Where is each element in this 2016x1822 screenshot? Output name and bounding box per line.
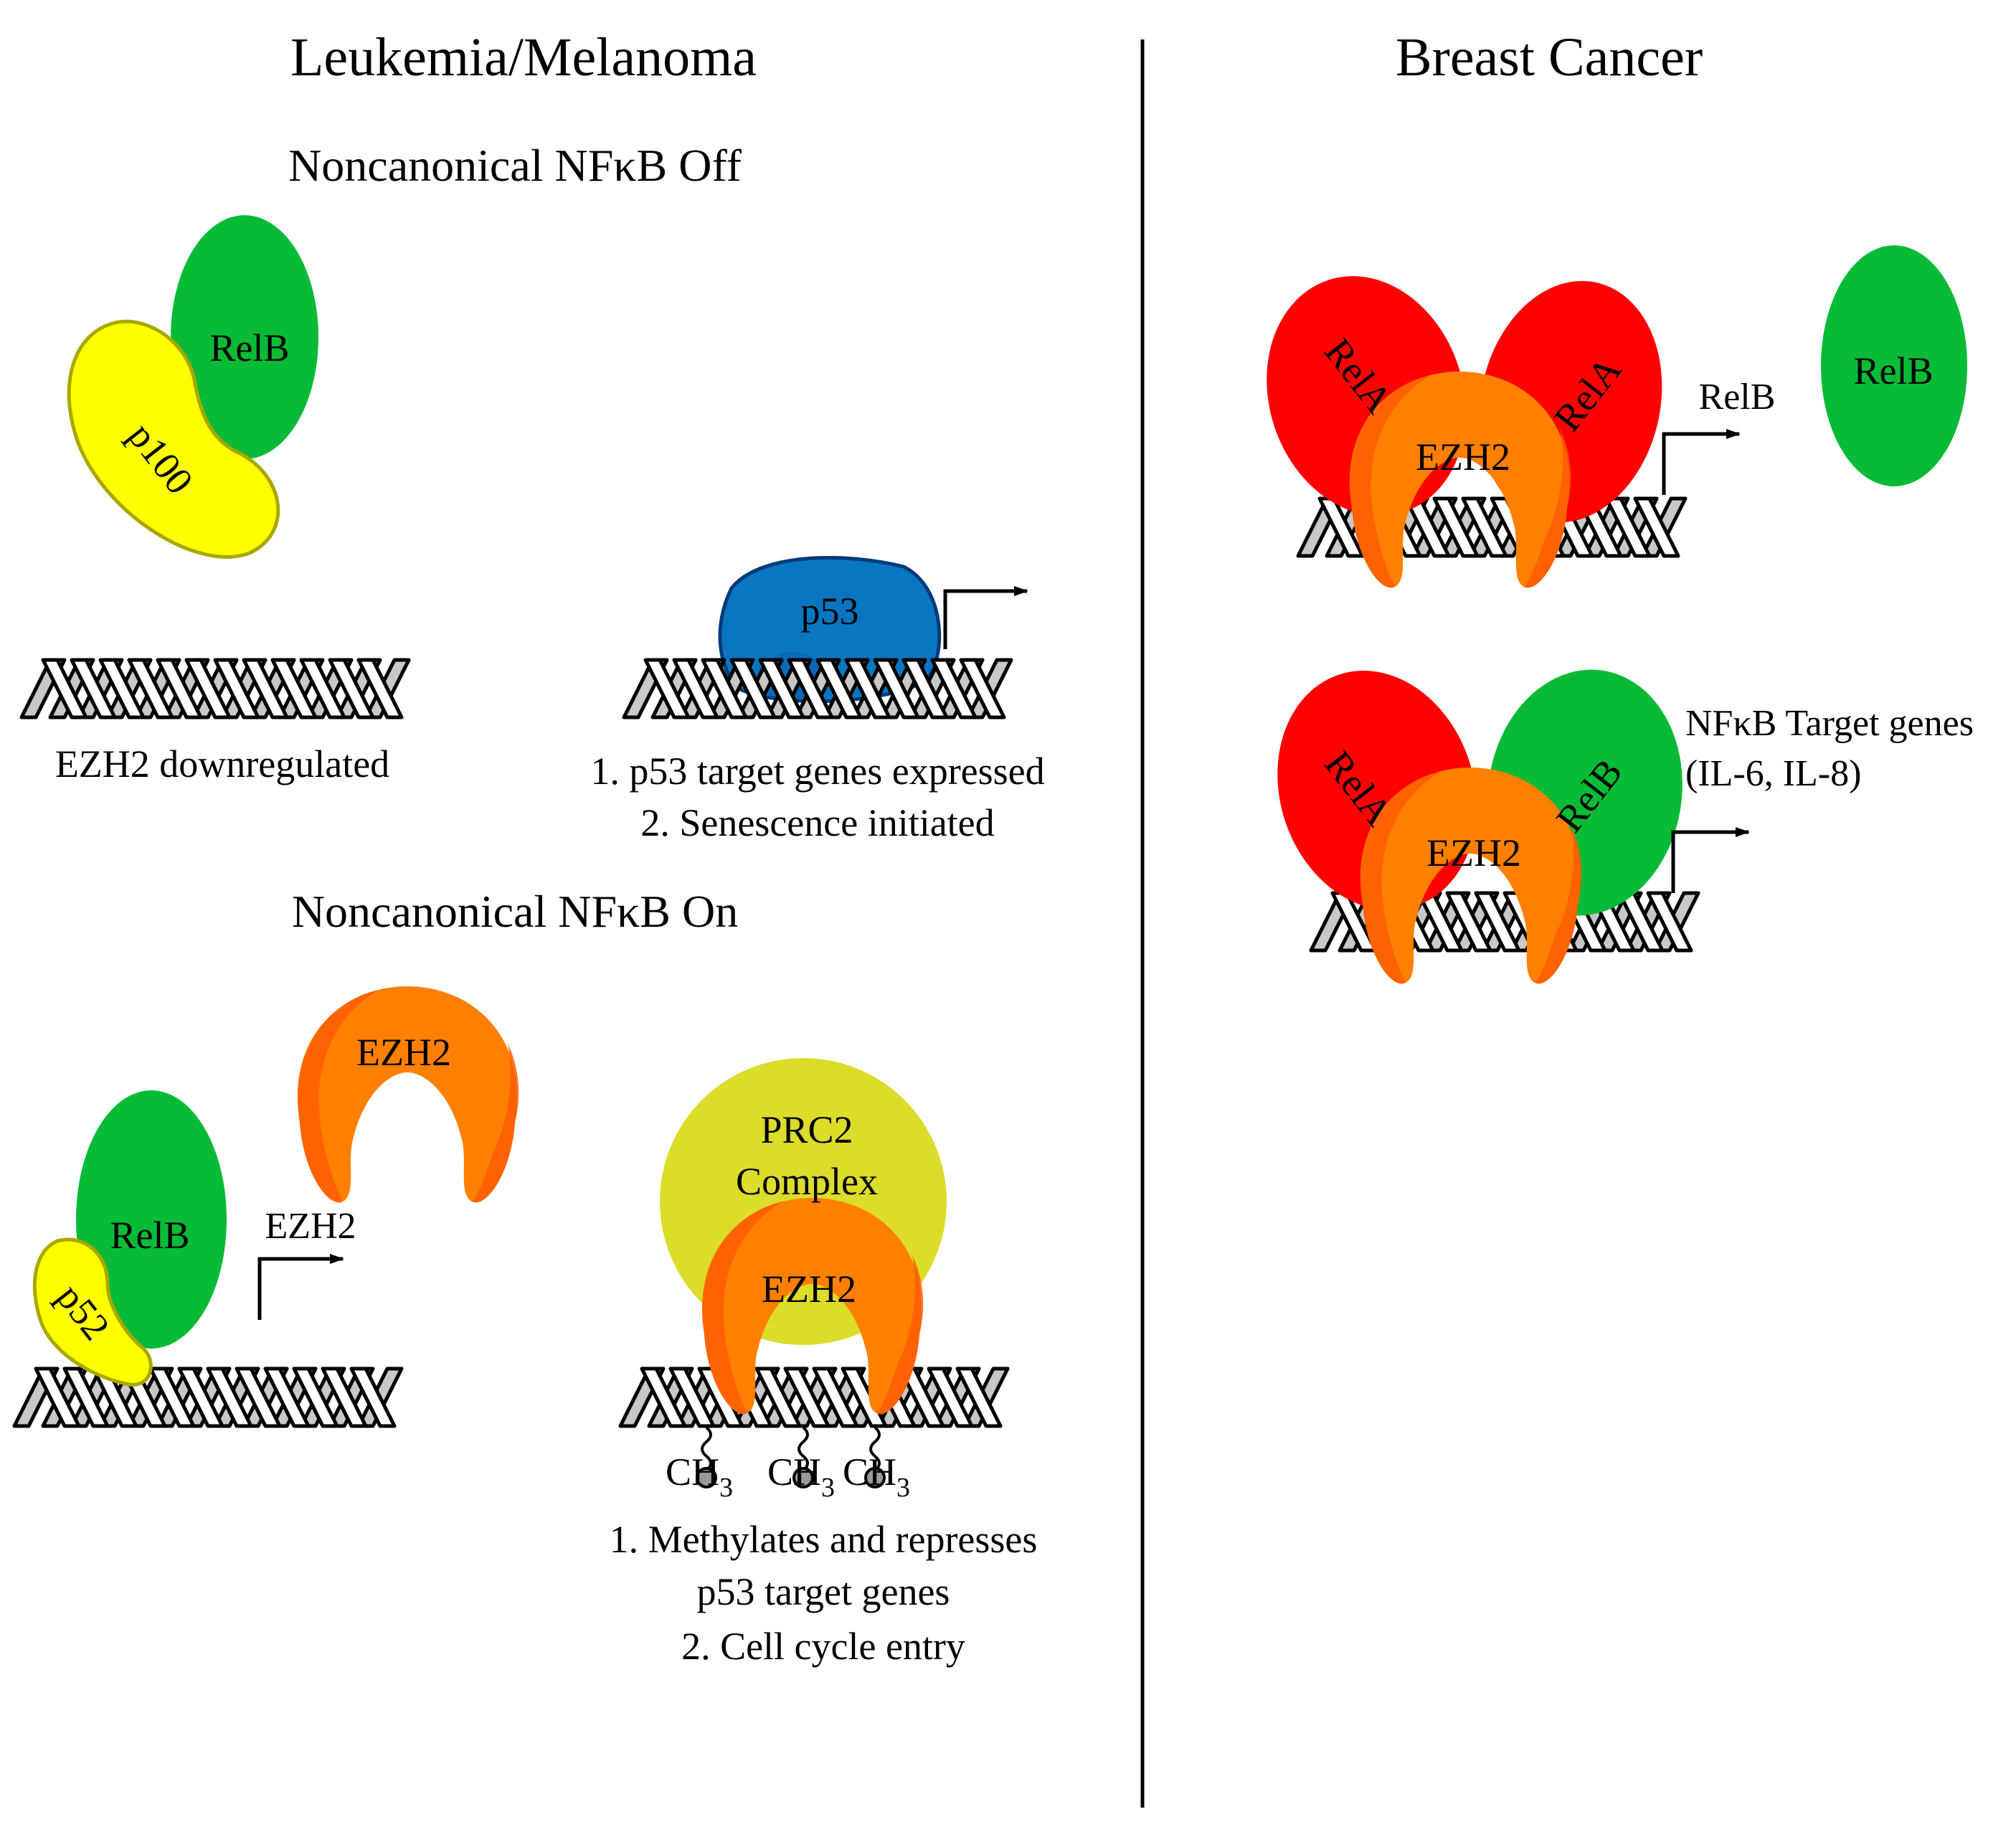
relb-product-protein xyxy=(1821,245,1967,486)
nfkb-target-genes-examples: (IL-6, IL-8) xyxy=(1685,753,1861,794)
breast-bottom-complex: RelA RelB EZH2 xyxy=(1277,669,1698,984)
ezh2-gene-label: EZH2 xyxy=(265,1206,356,1247)
breast-top-complex: RelA RelA EZH2 xyxy=(1267,276,1685,588)
on-outcome-2: 2. Cell cycle entry xyxy=(681,1625,965,1668)
dna-on-left xyxy=(14,1369,402,1426)
relb-p52-complex: RelB p52 xyxy=(32,1090,227,1387)
on-outcome-1b: p53 target genes xyxy=(697,1570,950,1613)
ezh2-breast-top-label: EZH2 xyxy=(1416,435,1510,478)
left-panel-title: Leukemia/Melanoma xyxy=(290,27,757,88)
relb-protein xyxy=(171,215,318,459)
ezh2-free-protein xyxy=(297,986,519,1203)
prc2-complex: PRC2 Complex EZH2 xyxy=(620,1058,1008,1426)
prc2-label-line1: PRC2 xyxy=(760,1108,853,1151)
methyl-groups: CH3 CH3 CH3 xyxy=(666,1426,910,1503)
nfkb-target-genes-label: NFκB Target genes xyxy=(1685,703,1974,744)
p100-protein xyxy=(67,319,280,559)
p53-label: p53 xyxy=(801,590,859,633)
on-section-title: Noncanonical NFκB On xyxy=(292,886,738,937)
p52-protein xyxy=(32,1237,153,1387)
methyl-3: CH3 xyxy=(843,1450,910,1503)
relb-label: RelB xyxy=(209,326,289,369)
prc2-label-line2: Complex xyxy=(736,1160,878,1203)
off-outcome-1: 1. p53 target genes expressed xyxy=(590,750,1044,793)
ezh2-breast-bottom-label: EZH2 xyxy=(1426,831,1521,874)
transcription-arrow-targets xyxy=(1671,827,1750,893)
ezh2-downregulated-caption: EZH2 downregulated xyxy=(55,742,389,785)
transcription-arrow-ezh2 xyxy=(257,1254,344,1320)
relb-p100-complex: RelB p100 xyxy=(67,215,318,559)
relb-gene-label: RelB xyxy=(1699,377,1776,417)
methyl-2: CH3 xyxy=(767,1450,835,1503)
transcription-arrow-p53 xyxy=(943,586,1028,649)
relb-product-label: RelB xyxy=(1853,349,1933,392)
ezh2-bound-label: EZH2 xyxy=(762,1268,856,1311)
transcription-arrow-relb xyxy=(1662,429,1741,495)
methyl-1: CH3 xyxy=(666,1450,733,1503)
off-outcome-2: 2. Senescence initiated xyxy=(640,801,994,844)
ezh2-free-label: EZH2 xyxy=(356,1031,451,1074)
on-outcome-1: 1. Methylates and represses xyxy=(610,1518,1038,1561)
right-panel-title: Breast Cancer xyxy=(1396,27,1703,88)
relb-protein-on xyxy=(76,1090,227,1349)
off-section-title: Noncanonical NFκB Off xyxy=(288,140,742,191)
dna-off-left xyxy=(22,660,409,717)
relb-on-label: RelB xyxy=(110,1214,189,1257)
